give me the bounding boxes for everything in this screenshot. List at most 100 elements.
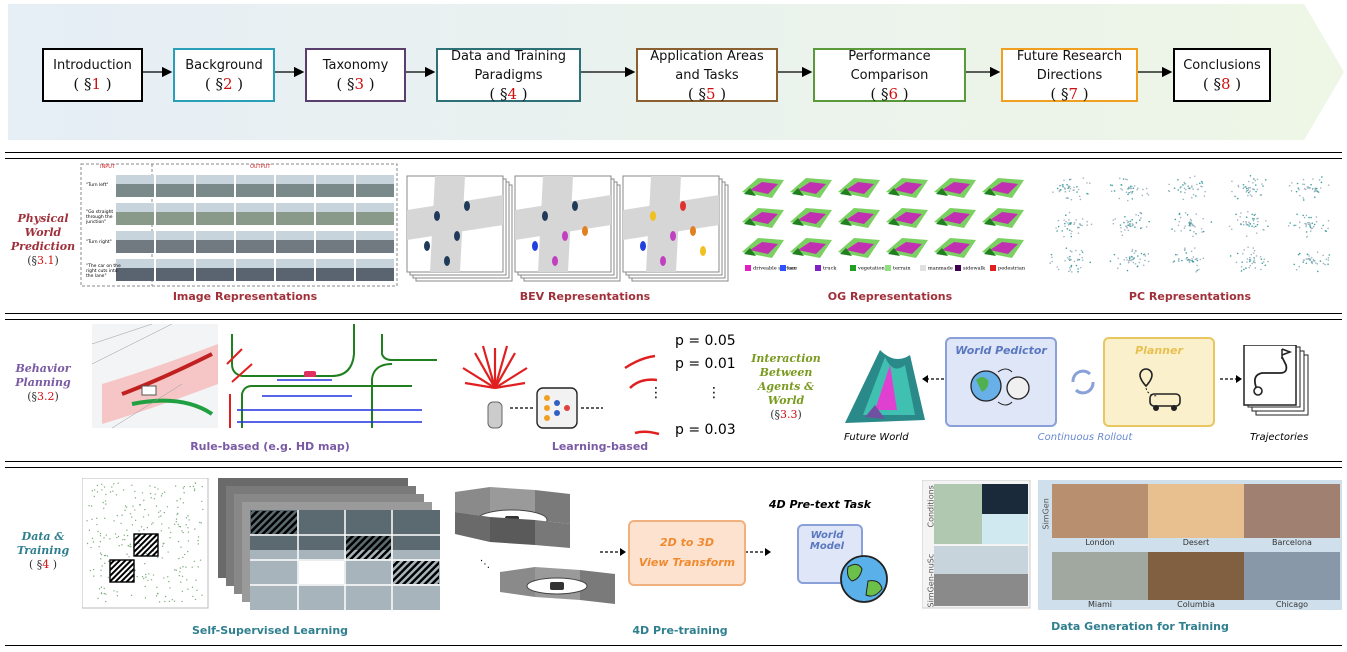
image-prompt: "Go straight through the junction" (86, 210, 114, 225)
row-label-behavior: Behavior Planning (§3.2) (15, 362, 71, 403)
divider (5, 467, 1342, 468)
og-legend-item: driveable surface (745, 265, 797, 272)
probability: p = 0.03 (675, 422, 736, 438)
og-legend-item: manmade (920, 265, 953, 272)
city-label: Chicago (1275, 600, 1309, 609)
caption-ssl: Self-Supervised Learning (191, 624, 349, 637)
arrow-left (922, 375, 944, 383)
ellipsis: ⋮ (707, 385, 721, 401)
caption-data-generation: Data Generation for Training (1051, 620, 1229, 633)
learning-based-graphic (462, 345, 660, 436)
interaction-label: Interaction Between Agents & World (§3.3… (751, 352, 821, 421)
og-legend-item: vegetation (850, 265, 885, 272)
divider (5, 313, 1342, 314)
image-input-label: INPUT (100, 164, 115, 170)
city-label: Columbia (1177, 600, 1215, 609)
og-legend-item: pedestrian (990, 265, 1025, 272)
flow-box-section: ( §8 ) (1202, 75, 1242, 93)
flow-arrows (143, 66, 1173, 78)
caption-learning-based: Learning-based (551, 440, 649, 453)
flow-box-section: ( §1 ) (73, 75, 112, 93)
car-route-icon (1139, 368, 1181, 411)
flow-box-section: ( §5 ) (687, 84, 727, 103)
rule-based-map (92, 324, 437, 429)
row-label-data: Data & Training ( §4 ) (16, 530, 70, 571)
flow-box-title: Application Areas and Tasks (650, 48, 764, 83)
row-label-physical: Physical World Prediction (§3.1) (10, 212, 76, 267)
flow-box-future-research-directions: Future Research Directions( §7 ) (1001, 48, 1138, 103)
divider (5, 158, 1342, 159)
flow-box-title: Background (185, 58, 263, 73)
future-world-graphic (845, 350, 925, 423)
pc-panel (1049, 174, 1331, 273)
flow-box-section: ( §3 ) (336, 75, 375, 93)
surround-view-graphic: ⋱ (455, 487, 771, 604)
flow-box-title: Introduction (53, 58, 132, 73)
flow-box-title: Performance Comparison (848, 48, 931, 83)
flow-box-application-areas-and-tasks: Application Areas and Tasks( §5 ) (636, 48, 778, 103)
flow-box-title: Future Research Directions (1016, 48, 1123, 83)
flow-box-section: ( §7 ) (1050, 84, 1089, 103)
view-transform-box (628, 520, 746, 586)
divider (5, 461, 1342, 462)
planner-box (1103, 337, 1215, 427)
city-label: Barcelona (1272, 538, 1312, 547)
image-prompt: "Turn right" (86, 240, 112, 245)
caption-image-rep: Image Representations (172, 290, 318, 303)
globe-icon (840, 555, 888, 603)
image-rep-panel (80, 163, 398, 287)
flow-box-title: Taxonomy (322, 58, 389, 73)
caption-pc-rep: PC Representations (1128, 290, 1252, 303)
flow-box-performance-comparison: Performance Comparison( §6 ) (813, 48, 966, 103)
flow-box-conclusions: Conclusions ( §8 ) (1173, 48, 1271, 102)
probability: p = 0.05 (675, 333, 736, 349)
flow-box-introduction: Introduction ( §1 ) (42, 48, 143, 102)
flow-box-section: ( §2 ) (204, 75, 244, 93)
flow-box-section: ( §4 ) (489, 84, 528, 103)
city-label: London (1085, 538, 1115, 547)
simgen-label: SimGen (1041, 498, 1051, 530)
divider (5, 319, 1342, 320)
og-legend-item: terrain (885, 265, 911, 272)
planner-label: Planner (1135, 344, 1183, 357)
refresh-icon (1071, 369, 1095, 395)
flow-box-title: Conclusions (1183, 58, 1261, 73)
og-panel (742, 178, 1024, 258)
flow-box-background: Background ( §2 ) (173, 48, 275, 102)
image-prompt: "The car on the right cuts into the lane… (86, 264, 121, 279)
og-legend-item: sidewalk (955, 265, 985, 272)
og-legend-item: truck (815, 265, 836, 272)
lidar-mask-graphic (82, 478, 209, 609)
world-predictor-label: World Pedictor (955, 344, 1047, 357)
caption-bev-rep: BEV Representations (519, 290, 651, 303)
continuous-rollout-label: Continuous Rollout (1037, 432, 1133, 443)
image-prompt: "Turn left" (86, 183, 109, 188)
image-output-label: OUTPUT (250, 164, 271, 170)
bev-panel (406, 175, 729, 282)
caption-4d-pretraining: 4D Pre-training (632, 624, 728, 637)
future-world-label: Future World (844, 432, 909, 443)
pretext-task-title: 4D Pre-text Task (768, 498, 872, 511)
trajectories-icon (1243, 345, 1309, 416)
probability: p = 0.01 (675, 356, 736, 372)
flow-box-data-and-training-paradigms: Data and Training Paradigms( §4 ) (436, 48, 581, 103)
simgen-panel (922, 480, 1342, 610)
simgen-nusc-label: SimGen-nuSc (926, 553, 936, 608)
city-label: Miami (1087, 600, 1113, 609)
masked-image-stack (218, 478, 440, 610)
caption-og-rep: OG Representations (827, 290, 953, 303)
ellipsis: ⋮ (649, 385, 663, 401)
caption-rule-based: Rule-based (e.g. HD map) (190, 440, 350, 453)
divider (5, 152, 1342, 153)
divider (5, 645, 1342, 646)
flow-box-title: Data and Training Paradigms (450, 48, 567, 83)
flow-box-taxonomy: Taxonomy ( §3 ) (305, 48, 406, 102)
globe-brain-icon (970, 368, 1030, 406)
simgen-conditions-label: Conditions (926, 485, 936, 528)
arrow-right (1220, 375, 1242, 383)
trajectories-label: Trajectories (1250, 432, 1309, 443)
og-legend-item: car (780, 265, 796, 272)
